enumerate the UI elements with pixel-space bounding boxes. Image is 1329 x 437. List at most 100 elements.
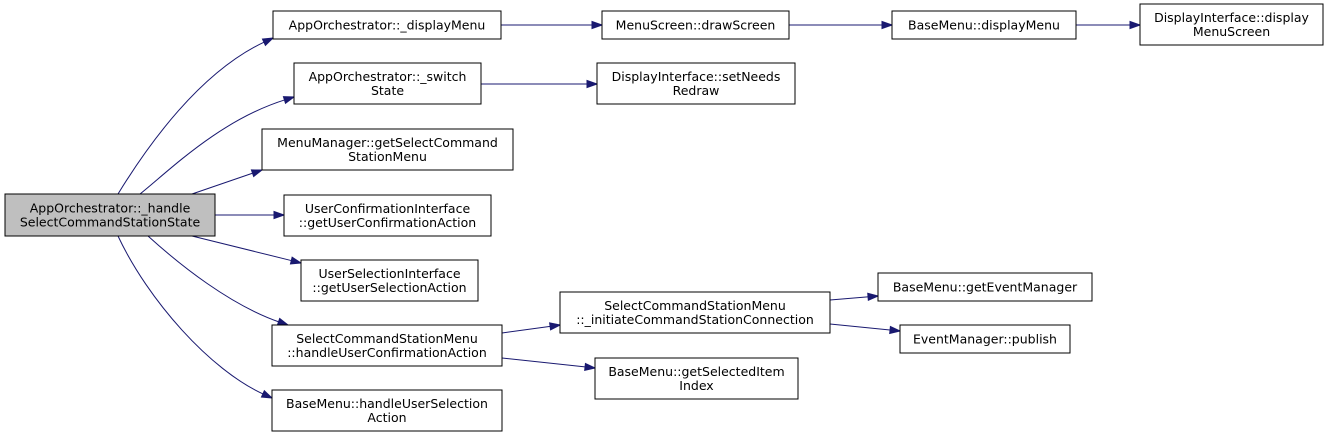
edge-n5-to-n6 (481, 79, 599, 89)
node-label-line: BaseMenu::getEventManager (893, 280, 1078, 295)
arrowhead-icon (273, 210, 286, 220)
node-box (300, 259, 479, 302)
function-node[interactable]: MenuScreen::drawScreen (601, 10, 790, 40)
node-label-line: Redraw (673, 83, 720, 98)
node-box (899, 324, 1071, 354)
edge-n11-to-n13 (829, 323, 902, 335)
node-label-line: ::_initiateCommandStationConnection (576, 312, 814, 327)
function-node[interactable]: AppOrchestrator::_displayMenu (272, 10, 502, 40)
arrowhead-icon (881, 20, 894, 30)
root-function-node[interactable]: AppOrchestrator::_handleSelectCommandSta… (4, 193, 216, 237)
arrowhead-icon (549, 322, 562, 331)
function-node[interactable]: UserConfirmationInterface::getUserConfir… (283, 194, 492, 237)
node-label-line: Action (367, 410, 406, 425)
node-label-line: SelectCommandStationState (20, 215, 201, 230)
edge-line (191, 172, 254, 195)
node-label-line: ::getUserSelectionAction (312, 280, 466, 295)
arrowhead-icon (250, 169, 264, 178)
node-label-line: SelectCommandStationMenu (604, 298, 786, 313)
node-box (271, 389, 503, 432)
function-node[interactable]: BaseMenu::getEventManager (877, 272, 1093, 302)
arrowhead-icon (282, 96, 296, 105)
node-box (271, 324, 503, 367)
arrowhead-icon (260, 389, 274, 399)
function-node[interactable]: SelectCommandStationMenu::_initiateComma… (559, 291, 831, 334)
node-label-line: AppOrchestrator::_switch (309, 69, 467, 84)
node-label-line: DisplayInterface::display (1154, 10, 1309, 25)
node-label-line: ::handleUserConfirmationAction (287, 345, 487, 360)
node-box (283, 194, 492, 237)
edge-line (117, 41, 266, 195)
node-label-line: MenuScreen (1193, 24, 1270, 39)
edge-root-to-n5 (139, 96, 296, 195)
node-label-line: BaseMenu::displayMenu (908, 18, 1060, 33)
edge-n1-to-n2 (501, 20, 604, 30)
arrowhead-icon (1129, 20, 1142, 30)
node-box (261, 128, 514, 171)
edge-n10-to-n14 (501, 357, 597, 372)
node-label-line: MenuManager::getSelectCommand (277, 135, 498, 150)
arrowhead-icon (261, 37, 275, 47)
node-box (596, 62, 796, 105)
nodes-layer: AppOrchestrator::_handleSelectCommandSta… (4, 3, 1324, 432)
node-box (891, 10, 1077, 40)
node-label-line: UserConfirmationInterface (305, 201, 471, 216)
node-box (293, 62, 482, 105)
arrowhead-icon (586, 79, 599, 89)
node-label-line: MenuScreen::drawScreen (616, 18, 776, 33)
edge-root-to-n1 (117, 37, 275, 195)
node-box (601, 10, 790, 40)
arrowhead-icon (584, 362, 597, 372)
arrowhead-icon (289, 256, 303, 265)
node-label-line: UserSelectionInterface (318, 266, 460, 281)
arrowhead-icon (276, 317, 290, 326)
function-node[interactable]: EventManager::publish (899, 324, 1071, 354)
arrowhead-icon (889, 325, 902, 335)
function-node[interactable]: UserSelectionInterface::getUserSelection… (300, 259, 479, 302)
node-box (877, 272, 1093, 302)
edge-line (139, 99, 286, 195)
edge-root-to-n15 (117, 235, 274, 399)
edge-line (191, 235, 293, 262)
node-box (1139, 3, 1324, 46)
node-label-line: AppOrchestrator::_displayMenu (289, 18, 486, 33)
node-box (272, 10, 502, 40)
node-label-line: BaseMenu::handleUserSelection (286, 396, 488, 411)
edge-line (829, 296, 870, 301)
function-node[interactable]: BaseMenu::displayMenu (891, 10, 1077, 40)
node-label-line: ::getUserConfirmationAction (299, 215, 476, 230)
edges-layer (117, 20, 1142, 399)
node-label-line: DisplayInterface::setNeeds (612, 69, 781, 84)
node-label-line: EventManager::publish (913, 332, 1057, 347)
edge-n11-to-n12 (829, 292, 880, 302)
edge-root-to-n8 (215, 210, 286, 220)
arrowhead-icon (591, 20, 604, 30)
node-label-line: SelectCommandStationMenu (296, 331, 478, 346)
node-label-line: StationMenu (348, 149, 427, 164)
node-label-line: AppOrchestrator::_handle (30, 201, 191, 216)
edge-root-to-n10 (147, 235, 290, 326)
edge-line (501, 325, 552, 334)
edge-root-to-n9 (191, 235, 303, 265)
edge-line (147, 235, 280, 323)
node-box (594, 357, 799, 400)
arrowhead-icon (867, 292, 880, 302)
node-box (4, 193, 216, 237)
node-label-line: Index (679, 378, 713, 393)
node-box (559, 291, 831, 334)
edge-n3-to-n4 (1076, 20, 1142, 30)
edge-line (501, 357, 587, 368)
node-label-line: BaseMenu::getSelectedItem (608, 364, 784, 379)
edge-line (117, 235, 265, 395)
edge-n10-to-n11 (501, 322, 562, 334)
edge-root-to-n7 (191, 169, 264, 195)
function-node[interactable]: SelectCommandStationMenu::handleUserConf… (271, 324, 503, 367)
edge-line (829, 323, 892, 331)
